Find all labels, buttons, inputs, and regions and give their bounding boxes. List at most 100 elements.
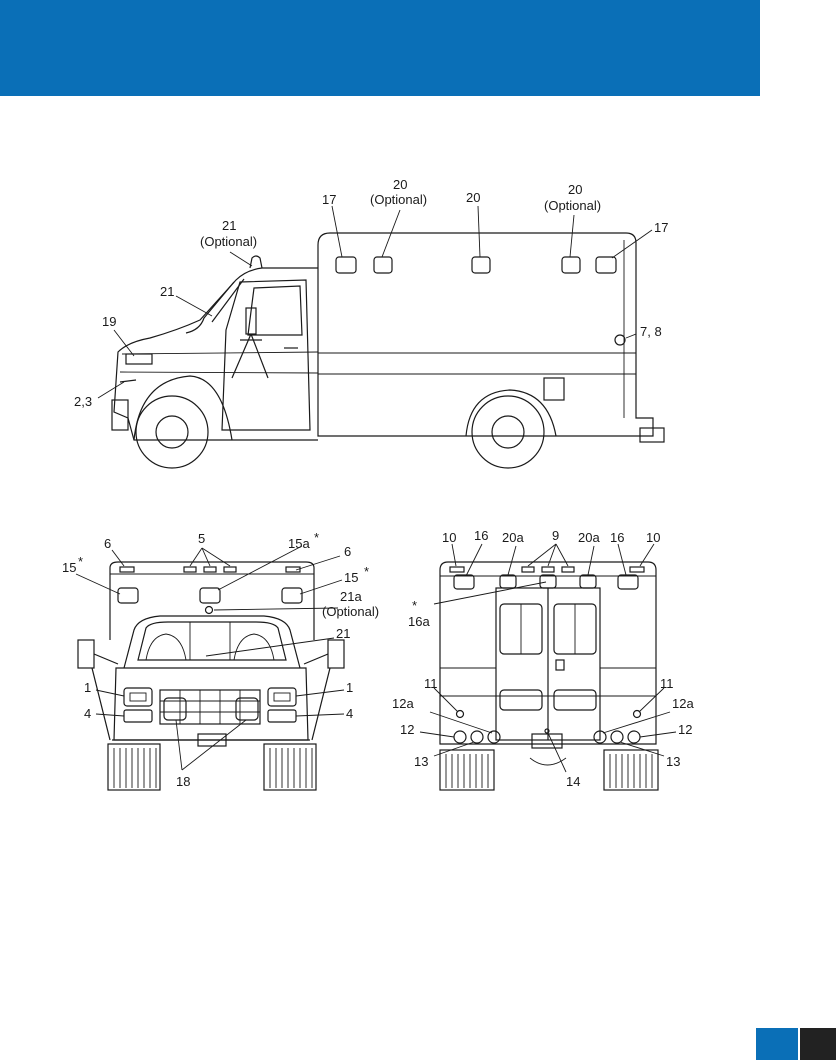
light-16a [539,574,557,589]
label-17b: 17 [654,220,668,235]
light-6-right [285,566,301,573]
light-15a [199,587,221,604]
label-13-right: 13 [666,754,680,769]
label-20a: 20 [393,177,407,192]
rear-plate [531,733,563,749]
light-13-right [610,730,624,744]
label-12a-left: 12a [392,696,414,711]
light-11-right [632,709,642,719]
light-4-left [123,709,153,723]
light-4-right [267,709,297,723]
light-10-left [449,566,465,573]
light-11-left [455,709,465,719]
light-12a-right [593,730,607,744]
rear-view: 10 16 20a 9 20a 16 10 * 16a 11 11 12a 12… [392,528,694,791]
label-20a-left: 20a [502,530,524,545]
page-corner-blue [756,1028,798,1060]
light-18-right [235,697,259,721]
light-15-left [117,587,139,604]
headlight-1-left [123,687,153,707]
module-body [317,232,654,437]
light-12-left [453,730,467,744]
label-1-right: 1 [346,680,353,695]
light-12a-left [487,730,501,744]
label-7-8: 7, 8 [640,324,662,339]
label-21a: 21a [340,589,362,604]
label-4-left: 4 [84,706,91,721]
label-20c: 20 [568,182,582,197]
light-9b [541,566,555,573]
label-1-left: 1 [84,680,91,695]
light-20-front [373,256,393,274]
light-5c [223,566,237,573]
label-11-right: 11 [660,676,674,691]
label-15a-star: * [314,530,319,545]
label-10-right: 10 [646,530,660,545]
light-10-right [629,566,645,573]
side-view: 17 20 (Optional) 20 20 (Optional) 17 21 … [74,177,668,469]
label-15a: 15a [288,536,310,551]
label-21-top: 21 [222,218,236,233]
label-15-left-star: * [78,554,83,569]
label-15-left: 15 [62,560,76,575]
label-14: 14 [566,774,580,789]
label-5: 5 [198,531,205,546]
light-6-left [119,566,135,573]
label-6-right: 6 [344,544,351,559]
light-21a [204,605,214,615]
label-12-left: 12 [400,722,414,737]
compartment-door [543,377,565,401]
label-12-right: 12 [678,722,692,737]
light-20a-right [579,574,597,589]
label-12a-right: 12a [672,696,694,711]
light-18-left [163,697,187,721]
label-10-left: 10 [442,530,456,545]
label-15-right-star: * [364,564,369,579]
light-9a [521,566,535,573]
front-wheel [135,395,209,469]
label-19: 19 [102,314,116,329]
headlight-1-right [267,687,297,707]
light-20a-left [499,574,517,589]
front-tires [107,743,317,791]
label-16a: 16a [408,614,430,629]
light-9c [561,566,575,573]
label-21: 21 [336,626,350,641]
label-20c-optional: (Optional) [544,198,601,213]
label-21-top-optional: (Optional) [200,234,257,249]
light-17-front [335,256,357,274]
light-5b [203,566,217,573]
label-18: 18 [176,774,190,789]
label-17a: 17 [322,192,336,207]
light-16-left [453,574,475,590]
label-2-3: 2,3 [74,394,92,409]
label-6-left: 6 [104,536,111,551]
label-16-right: 16 [610,530,624,545]
label-21: 21 [160,284,174,299]
light-12-right [627,730,641,744]
label-11-left: 11 [424,676,438,691]
cab-body [113,267,318,441]
label-20b: 20 [466,190,480,205]
light-7-8 [614,334,626,346]
label-21a-optional: (Optional) [322,604,379,619]
light-13-left [470,730,484,744]
header-band [0,0,760,96]
light-16-right [617,574,639,590]
label-15-right: 15 [344,570,358,585]
label-20a-optional: (Optional) [370,192,427,207]
front-view: 6 5 15a * 6 15 * 15 * 21a (Optional) 21 … [62,530,379,791]
label-16-left: 16 [474,528,488,543]
light-15-right [281,587,303,604]
label-16a-star: * [412,598,417,613]
rear-tires [439,749,659,791]
label-4-right: 4 [346,706,353,721]
label-20a-right: 20a [578,530,600,545]
label-13-left: 13 [414,754,428,769]
rear-wheel [471,395,545,469]
page-corner-dark [800,1028,836,1060]
light-5a [183,566,197,573]
light-20-rear [561,256,581,274]
label-9: 9 [552,528,559,543]
